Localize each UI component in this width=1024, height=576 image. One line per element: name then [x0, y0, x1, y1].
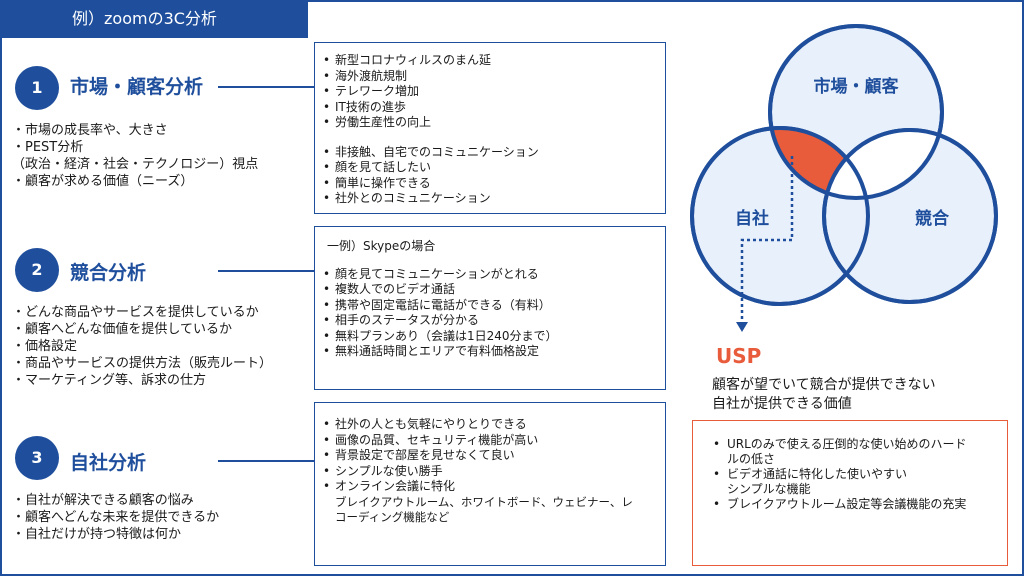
usp-description-line: 顧客が望でいて競合が提供できない [712, 377, 936, 393]
venn-label-market: 市場・顧客 [814, 76, 900, 97]
section-2-point: ・価格設定 [12, 339, 78, 354]
venn-label-competitor: 競合 [915, 208, 950, 229]
section-2-box-item: 無料通話時間とエリアで有料価格設定 [315, 344, 665, 360]
section-1-connector [218, 86, 314, 88]
section-2-point: ・どんな商品やサービスを提供しているか [12, 305, 259, 320]
section-3-number: 3 [15, 436, 59, 480]
section-1-box-item: 海外渡航規制 [315, 69, 665, 85]
section-3-point: ・自社だけが持つ特徴は何か [12, 527, 182, 542]
section-2-number: 2 [15, 248, 59, 292]
section-1-heading: 市場・顧客分析 [70, 76, 204, 98]
section-2-heading: 競合分析 [70, 262, 147, 284]
section-2-box-item: 顔を見てコミュニケーションがとれる [315, 267, 665, 283]
section-3-box-item: オンライン会議に特化 [315, 479, 665, 495]
market-outline [768, 24, 944, 200]
usp-item: ビデオ通話に特化した使いやすい シンプルな機能 [693, 467, 1007, 497]
section-2-point: ・顧客へどんな価値を提供しているか [12, 322, 232, 337]
section-3-box-item: 画像の品質、セキュリティ機能が高い [315, 433, 665, 449]
section-2-points: ・どんな商品やサービスを提供しているか ・顧客へどんな価値を提供しているか ・価… [12, 304, 272, 389]
section-1-box-item: 新型コロナウィルスのまん延 [315, 53, 665, 69]
venn-diagram: 市場・顧客 自社 競合 [690, 24, 998, 332]
usp-item-line: ルの低さ [727, 452, 776, 466]
section-1-points: ・市場の成長率や、大きさ ・PEST分析 （政治・経済・社会・テクノロジー）視点… [12, 122, 258, 190]
section-2-connector [218, 270, 314, 272]
section-2-box: 一例）Skypeの場合 顔を見てコミュニケーションがとれる 複数人でのビデオ通話… [314, 226, 666, 390]
section-1-box-item: IT技術の進歩 [315, 100, 665, 116]
usp-item: URLのみで使える圧倒的な使い始めのハード ルの低さ [693, 437, 1007, 467]
section-2-point: ・マーケティング等、訴求の仕方 [12, 373, 206, 388]
spacer [315, 131, 665, 145]
self-outline [690, 126, 870, 306]
usp-item: ブレイクアウトルーム設定等会議機能の充実 [693, 497, 1007, 512]
section-3-point: ・顧客へどんな未来を提供できるか [12, 510, 220, 525]
section-2-box-item: 携帯や固定電話に電話ができる（有料） [315, 298, 665, 314]
section-3-connector [218, 460, 314, 462]
usp-arrow-line [740, 156, 794, 322]
section-2-point: ・商品やサービスの提供方法（販売ルート） [12, 356, 273, 371]
slide-title: 例）zoomの3C分析 [0, 0, 308, 38]
section-1-box-item: 簡単に操作できる [315, 176, 665, 192]
section-1-box: 新型コロナウィルスのまん延 海外渡航規制 テレワーク増加 IT技術の進歩 労働生… [314, 42, 666, 214]
usp-box: URLのみで使える圧倒的な使い始めのハード ルの低さ ビデオ通話に特化した使いや… [692, 420, 1008, 566]
section-3-box-continuation: ブレイクアウトルーム、ホワイトボード、ウェビナー、レ [335, 494, 633, 509]
section-1-point: （政治・経済・社会・テクノロジー）視点 [12, 157, 259, 172]
section-2-box-item: 相手のステータスが分かる [315, 313, 665, 329]
section-3-points: ・自社が解決できる顧客の悩み ・顧客へどんな未来を提供できるか ・自社だけが持つ… [12, 492, 219, 543]
venn-label-self: 自社 [735, 208, 769, 229]
usp-item-line: シンプルな機能 [727, 482, 811, 496]
section-2-box-item: 無料プランあり（会議は1日240分まで） [315, 329, 665, 345]
usp-item-line: ブレイクアウトルーム設定等会議機能の充実 [727, 497, 967, 511]
section-2-box-note: 一例）Skypeの場合 [327, 239, 436, 253]
section-3-point: ・自社が解決できる顧客の悩み [12, 493, 194, 508]
section-1-point: ・顧客が求める価値（ニーズ） [12, 174, 194, 189]
section-1-box-item: 労働生産性の向上 [315, 115, 665, 131]
section-1-box-item: 顔を見て話したい [315, 160, 665, 176]
section-1-point: ・PEST分析 [12, 140, 84, 155]
section-3-box-item: 社外の人とも気軽にやりとりできる [315, 417, 665, 433]
section-2-box-item: 複数人でのビデオ通話 [315, 282, 665, 298]
section-3-box: 社外の人とも気軽にやりとりできる 画像の品質、セキュリティ機能が高い 背景設定で… [314, 402, 666, 566]
section-3-box-continuation: コーディング機能など [335, 510, 450, 524]
competitor-outline [822, 128, 998, 304]
section-1-box-item: 非接触、自宅でのコミュニケーション [315, 145, 665, 161]
usp-title: USP [716, 344, 762, 368]
section-3-box-item: シンプルな使い勝手 [315, 464, 665, 480]
usp-arrow-head [736, 322, 748, 332]
usp-highlight-region [770, 128, 868, 198]
usp-item-line: URLのみで使える圧倒的な使い始めのハード [727, 437, 967, 451]
usp-description-line: 自社が提供できる価値 [712, 396, 852, 412]
section-1-box-item: 社外とのコミュニケーション [315, 191, 665, 207]
section-1-number: 1 [15, 66, 59, 110]
usp-description: 顧客が望でいて競合が提供できない 自社が提供できる価値 [712, 376, 936, 414]
overlap-mask [824, 130, 942, 198]
section-3-box-item: 背景設定で部屋を見せなくて良い [315, 448, 665, 464]
usp-item-line: ビデオ通話に特化した使いやすい [727, 467, 908, 481]
section-3-heading: 自社分析 [70, 452, 147, 474]
section-1-point: ・市場の成長率や、大きさ [12, 123, 168, 138]
section-1-box-item: テレワーク増加 [315, 84, 665, 100]
